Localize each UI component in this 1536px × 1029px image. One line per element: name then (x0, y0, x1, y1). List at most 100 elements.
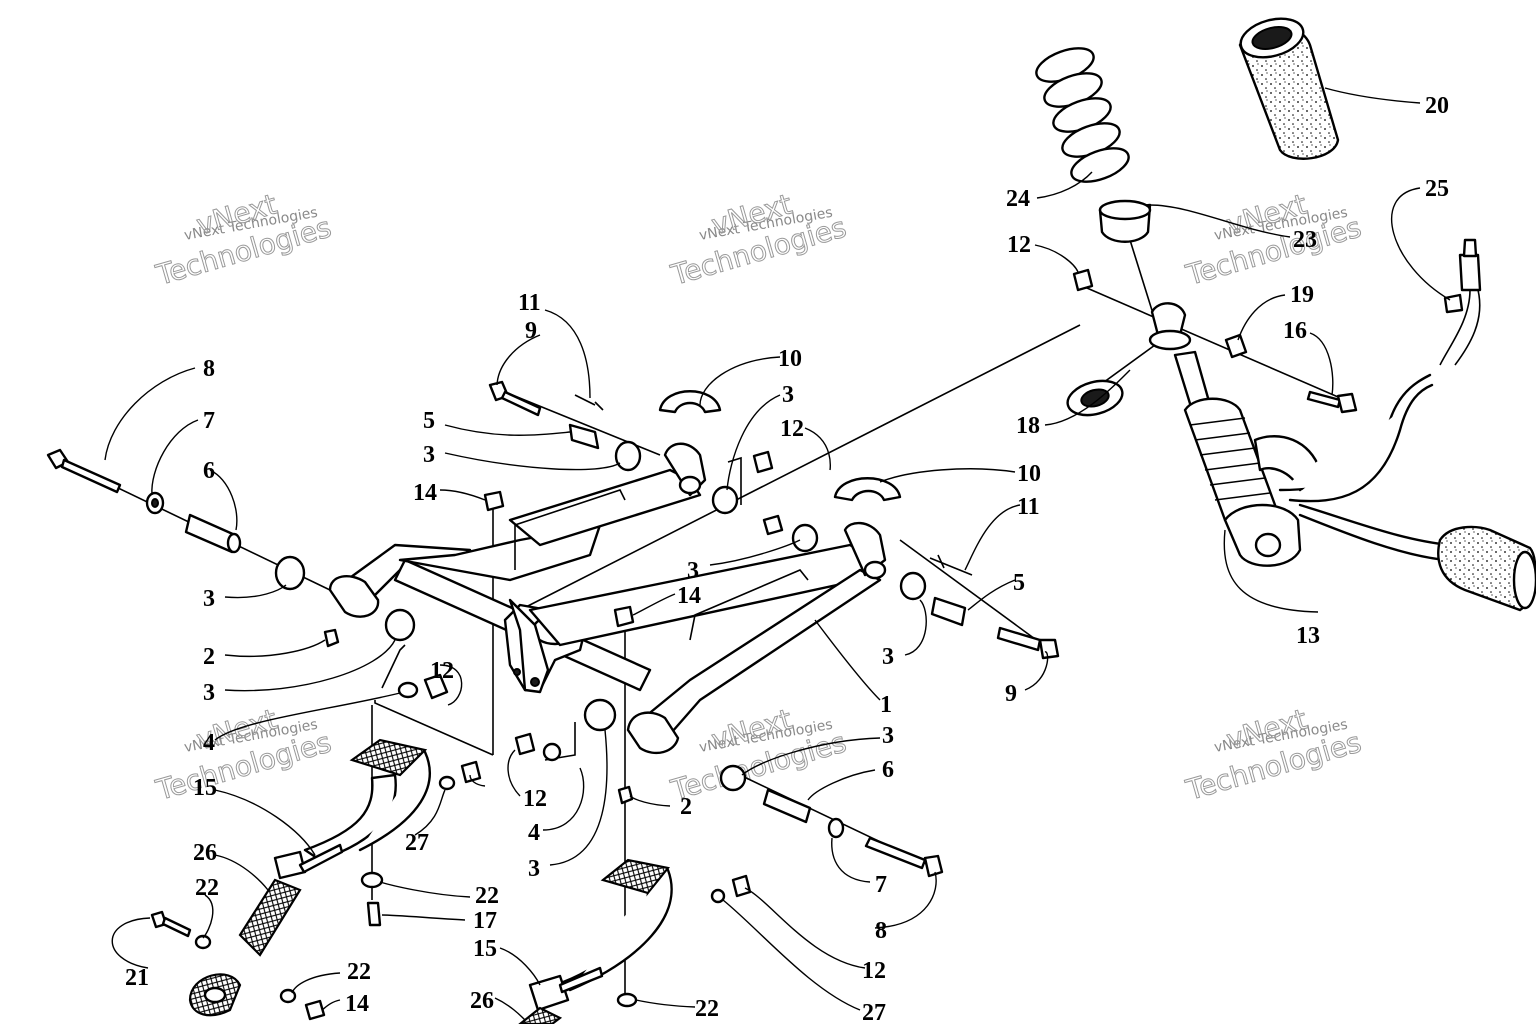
callout-12: 12 (1007, 232, 1031, 258)
leader-lines (104, 87, 1451, 1021)
bushing-3 (274, 555, 306, 591)
callout-7: 7 (203, 408, 215, 434)
bolt-9b-head (1038, 638, 1060, 660)
hardware (46, 380, 1060, 1021)
nut-12b (752, 450, 774, 474)
callout-18: 18 (1016, 413, 1040, 439)
callout-3: 3 (782, 382, 794, 408)
sleeve-19 (1224, 333, 1248, 359)
washer-22 (360, 871, 384, 889)
pivot-hanger (508, 598, 550, 694)
valve-25 (1458, 253, 1482, 292)
grease-fitting-2b (617, 785, 634, 805)
washer-22d (279, 988, 297, 1004)
cotter-pin-11b (929, 554, 973, 576)
assembly-axis-lines (59, 239, 1346, 1000)
bumper-10a (658, 390, 722, 414)
callout-3: 3 (203, 586, 215, 612)
callout-26: 26 (193, 840, 217, 866)
callout-14: 14 (345, 991, 369, 1017)
strap-left (514, 489, 626, 570)
callout-5: 5 (423, 408, 435, 434)
callout-3: 3 (882, 723, 894, 749)
callout-13: 13 (1296, 623, 1320, 649)
reservoir-hose (1298, 503, 1452, 547)
right-arm-bore (863, 560, 887, 580)
callout-8: 8 (875, 918, 887, 944)
spacer-5b (930, 596, 967, 627)
callout-9: 9 (525, 318, 537, 344)
washer-7b (827, 817, 845, 839)
callout-3: 3 (203, 680, 215, 706)
callout-14: 14 (413, 480, 437, 506)
shock-body-rings (1189, 417, 1271, 501)
footrest-strap-center-edge (568, 868, 673, 992)
bolt-9b-shank (996, 626, 1042, 652)
bushing-3f (899, 571, 927, 601)
shock-assembly (1035, 17, 1536, 612)
callout-2: 2 (680, 794, 692, 820)
bolt-8-shank (60, 458, 122, 494)
callout-17: 17 (473, 908, 497, 934)
callout-12: 12 (780, 416, 804, 442)
nut-14c (304, 999, 326, 1021)
bolt-9-shank (500, 390, 542, 417)
nut-14 (483, 490, 505, 512)
callout-5: 5 (1013, 570, 1025, 596)
bushing-3e (791, 523, 819, 553)
grease-fitting-2 (323, 628, 340, 648)
callout-23: 23 (1293, 227, 1317, 253)
bolt-8b-shank (864, 836, 927, 870)
nut-12e (731, 874, 752, 898)
callout-11: 11 (1017, 494, 1040, 520)
washer-22b (616, 992, 638, 1008)
callout-1: 1 (880, 692, 892, 718)
nut-strap (762, 514, 784, 536)
callout-7: 7 (875, 872, 887, 898)
cotter-pin-11 (574, 394, 604, 411)
right-arm-eye (626, 711, 680, 755)
callout-10: 10 (1017, 461, 1041, 487)
footrests (188, 738, 673, 1026)
callout-3: 3 (423, 442, 435, 468)
callout-19: 19 (1290, 282, 1314, 308)
washer-22c (194, 934, 212, 950)
callout-27: 27 (862, 1000, 886, 1024)
footrest-strap-left-edge (358, 750, 431, 852)
footrest-pad-center (600, 858, 670, 895)
callout-22: 22 (195, 875, 219, 901)
callout-4: 4 (528, 820, 540, 846)
bushing-3g (583, 698, 617, 732)
bolt-8b-head (923, 854, 944, 878)
callout-8: 8 (203, 356, 215, 382)
callout-12: 12 (862, 958, 886, 984)
callout-27: 27 (405, 830, 429, 856)
callout-22: 22 (695, 996, 719, 1022)
callout-3: 3 (687, 558, 699, 584)
watermark: vNext Technologies Technologies vNext vN… (151, 187, 1365, 808)
callout-10: 10 (778, 346, 802, 372)
bolt-16-head (1336, 392, 1358, 414)
left-arm-eye (328, 574, 380, 618)
footrest-pad-left (349, 738, 428, 777)
callout-20: 20 (1425, 93, 1449, 119)
callout-14: 14 (677, 583, 701, 609)
valve-hose (1439, 289, 1471, 366)
washer-27b (710, 888, 726, 904)
spacer-5 (568, 423, 600, 450)
callout-26: 26 (470, 988, 494, 1014)
callout-4: 4 (203, 730, 215, 756)
footrest-bolt-15 (298, 843, 344, 874)
bushing-3b (384, 608, 416, 642)
bolt-21-shank (161, 916, 192, 938)
foot-peg-26 (238, 878, 302, 957)
callout-12: 12 (430, 658, 454, 684)
foot-peg-26b (516, 1006, 563, 1026)
callout-9: 9 (1005, 681, 1017, 707)
callout-24: 24 (1006, 186, 1030, 212)
washer-4 (397, 681, 419, 699)
upper-arm-bore (678, 475, 702, 495)
spring-24 (1035, 47, 1130, 183)
